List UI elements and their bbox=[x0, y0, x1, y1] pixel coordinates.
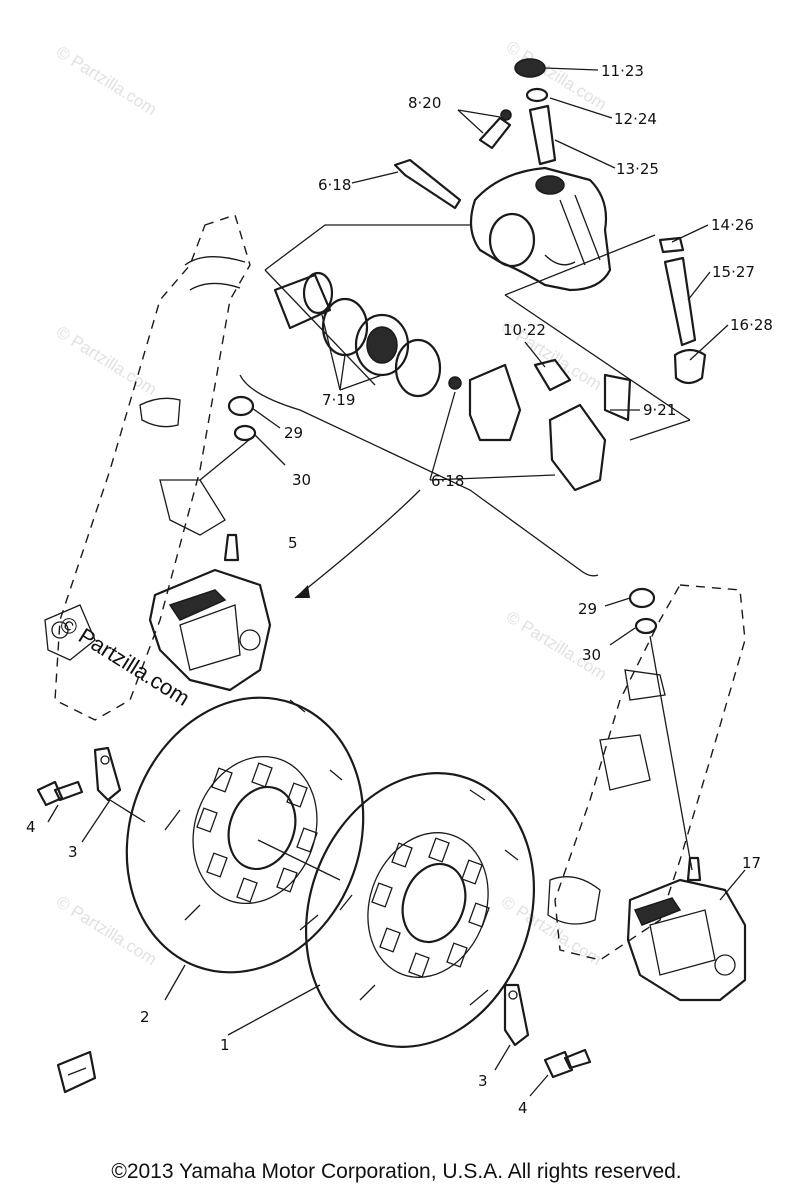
callout-15-27: 15·27 bbox=[712, 263, 755, 281]
callout-2: 2 bbox=[140, 1008, 150, 1026]
callout-6-18-top: 6·18 bbox=[318, 176, 351, 194]
callout-labels: 11·23 12·24 13·25 8·20 6·18 14·26 15·27 … bbox=[26, 62, 773, 1117]
brake-disc-1 bbox=[304, 772, 536, 1048]
callout-4-left: 4 bbox=[26, 818, 36, 836]
leader-lines bbox=[47, 67, 746, 1097]
callout-11-23: 11·23 bbox=[601, 62, 644, 80]
callout-4-right: 4 bbox=[518, 1099, 528, 1117]
callout-12-24: 12·24 bbox=[614, 110, 657, 128]
right-fork bbox=[547, 584, 746, 961]
pads-and-shims bbox=[448, 358, 632, 492]
assembly-outlines bbox=[239, 224, 691, 599]
nuts-washers bbox=[227, 395, 658, 635]
watermark: © Partzilla.com bbox=[53, 42, 160, 119]
piston-and-seals bbox=[273, 271, 442, 398]
top-small-parts bbox=[393, 58, 707, 385]
callout-5: 5 bbox=[288, 534, 298, 552]
callout-17: 17 bbox=[742, 854, 761, 872]
callout-1: 1 bbox=[220, 1036, 230, 1054]
front-arrow-badge bbox=[56, 1050, 97, 1094]
watermark: © Partzilla.com bbox=[53, 892, 160, 969]
callout-29-left: 29 bbox=[284, 424, 303, 442]
caliper-body-exploded bbox=[469, 166, 612, 292]
callout-29-right: 29 bbox=[578, 600, 597, 618]
copyright-notice: ©2013 Yamaha Motor Corporation, U.S.A. A… bbox=[111, 1160, 682, 1183]
watermark-dark: © Partzilla.com bbox=[55, 611, 194, 711]
watermark: © Partzilla.com bbox=[53, 322, 160, 399]
callout-16-28: 16·28 bbox=[730, 316, 773, 334]
brake-disc-2 bbox=[125, 696, 365, 974]
left-fork bbox=[44, 214, 251, 721]
callout-3-right: 3 bbox=[478, 1072, 488, 1090]
mounting-hardware bbox=[36, 746, 592, 1079]
callout-13-25: 13·25 bbox=[616, 160, 659, 178]
callout-6-18-mid: 6·18 bbox=[431, 472, 464, 490]
right-caliper bbox=[626, 856, 747, 1002]
callout-8-20: 8·20 bbox=[408, 94, 441, 112]
callout-10-22: 10·22 bbox=[503, 321, 546, 339]
left-caliper bbox=[148, 533, 272, 692]
callout-30-right: 30 bbox=[582, 646, 601, 664]
callout-9-21: 9·21 bbox=[643, 401, 676, 419]
callout-30-left: 30 bbox=[292, 471, 311, 489]
callout-14-26: 14·26 bbox=[711, 216, 754, 234]
callout-3-left: 3 bbox=[68, 843, 78, 861]
callout-7-19: 7·19 bbox=[322, 391, 355, 409]
watermark: © Partzilla.com bbox=[503, 37, 610, 114]
